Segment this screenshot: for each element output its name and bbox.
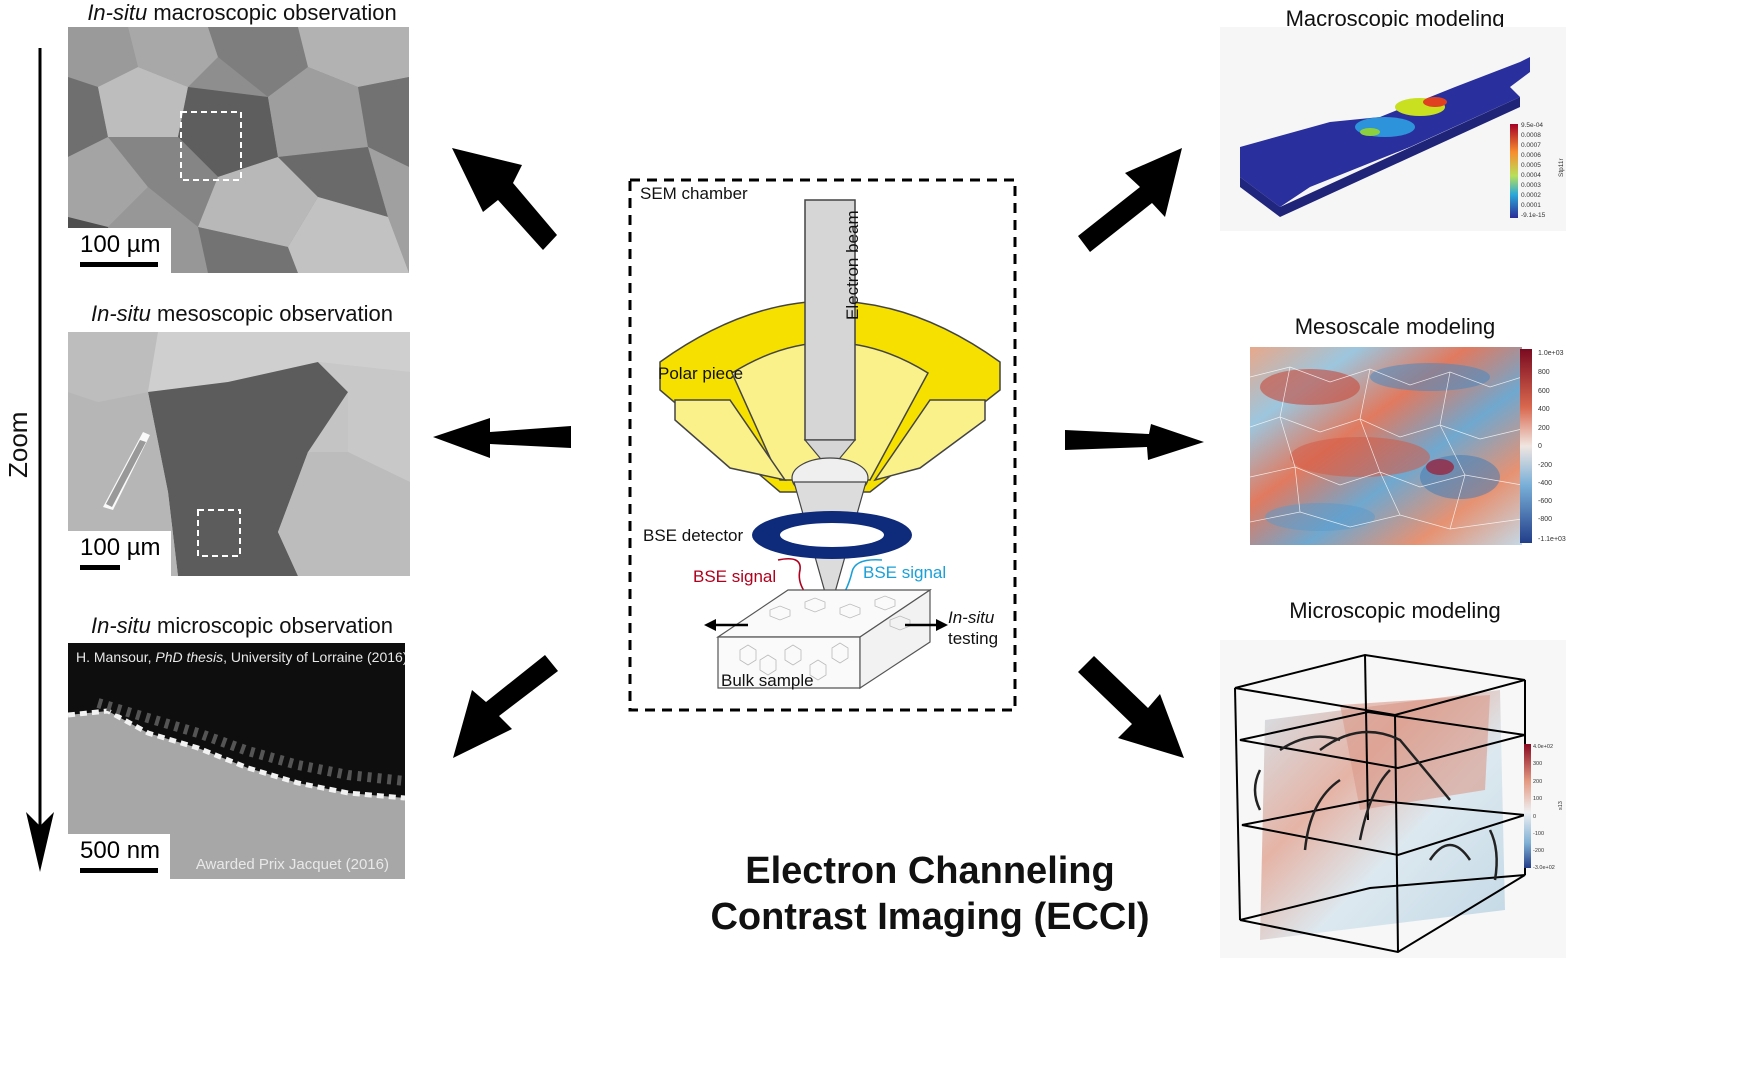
stress-field-render xyxy=(1250,347,1532,545)
zoom-arrowhead-icon xyxy=(26,812,54,872)
grain-map-meso xyxy=(68,332,410,576)
bulk-sample-label: Bulk sample xyxy=(721,671,814,690)
tick: 0 xyxy=(1538,443,1542,450)
meso-observation-image: 100 µm xyxy=(68,332,410,576)
arrow-to-micro-icon xyxy=(453,655,558,758)
arrow-to-micro-model-icon xyxy=(1078,656,1184,758)
tick: 300 xyxy=(1533,761,1542,767)
tick: 0.0008 xyxy=(1521,132,1541,139)
tick: 0.0005 xyxy=(1521,162,1541,169)
macro-modeling-image: 9.5e-04 0.0008 0.0007 0.0006 0.0005 0.00… xyxy=(1220,27,1566,231)
tick: 0.0003 xyxy=(1521,182,1541,189)
sem-chamber-box xyxy=(628,178,1017,712)
zoom-axis xyxy=(26,48,54,872)
tension-right-arrow-icon xyxy=(936,619,948,631)
tick: 0.0004 xyxy=(1521,172,1541,179)
ecci-title: Electron Channeling Contrast Imaging (EC… xyxy=(710,850,1150,938)
tick: -9.1e-15 xyxy=(1521,212,1546,219)
tick: 100 xyxy=(1533,796,1542,802)
tick: -800 xyxy=(1538,516,1552,523)
micro-scalebar: 500 nm xyxy=(68,834,171,879)
award-credit: Awarded Prix Jacquet (2016) xyxy=(195,856,389,873)
micro-observation-title: In-situ microscopic observation xyxy=(90,613,394,638)
tick: 200 xyxy=(1538,425,1550,432)
tick: 200 xyxy=(1533,779,1542,785)
tick: 9.5e-04 xyxy=(1521,122,1543,129)
bse-signal-left-label: BSE signal xyxy=(693,567,777,586)
arrow-to-macro-icon xyxy=(452,148,557,250)
micro-observation-image: H. Mansour, PhD thesis, University of Lo… xyxy=(68,643,405,879)
tick: -3.0e+02 xyxy=(1533,865,1555,871)
tick: 400 xyxy=(1538,406,1550,413)
tick: 600 xyxy=(1538,388,1550,395)
tick: 1.0e+03 xyxy=(1538,350,1564,357)
tick: 0.0002 xyxy=(1521,192,1541,199)
meso-observation-title: In-situ mesoscopic observation xyxy=(90,301,394,326)
bse-signal-right-label: BSE signal xyxy=(863,563,947,582)
sem-schematic xyxy=(628,178,1017,712)
micro-modeling-image: 4.0e+02 300 200 100 0 -100 -200 -3.0e+02… xyxy=(1220,640,1566,958)
polar-piece-label: Polar piece xyxy=(658,364,744,383)
meso-colorbar: 1.0e+03 800 600 400 200 0 -200 -400 -600… xyxy=(1520,349,1566,543)
tick: 0.0007 xyxy=(1521,142,1541,149)
tick: -200 xyxy=(1533,848,1544,854)
micro-colorbar-label: s13 xyxy=(1558,801,1564,810)
macro-observation-image: 100 µm xyxy=(68,27,409,273)
tick: -100 xyxy=(1533,831,1544,837)
tick: 0.0006 xyxy=(1521,152,1541,159)
macro-scalebar: 100 µm xyxy=(68,228,171,273)
tick: -600 xyxy=(1538,498,1552,505)
micro-colorbar: 4.0e+02 300 200 100 0 -100 -200 -3.0e+02… xyxy=(1524,744,1564,871)
macro-colorbar-label: Stp11r xyxy=(1558,157,1565,177)
tick: 0.0001 xyxy=(1521,202,1541,209)
dislocation-dynamics-render xyxy=(1234,653,1526,954)
micro-modeling-title: Microscopic modeling xyxy=(1289,598,1501,623)
thesis-credit: H. Mansour, PhD thesis, University of Lo… xyxy=(76,649,405,665)
macro-modeling-title: Macroscopic modeling xyxy=(1285,6,1505,31)
tick: -400 xyxy=(1538,480,1552,487)
arrow-to-meso-model-icon xyxy=(1065,424,1204,460)
macro-colorbar: 9.5e-04 0.0008 0.0007 0.0006 0.0005 0.00… xyxy=(1510,122,1565,219)
electron-beam xyxy=(804,199,856,441)
meso-modeling-title: Mesoscale modeling xyxy=(1294,314,1496,339)
macro-colorbar-ticks: 9.5e-04 0.0008 0.0007 0.0006 0.0005 0.00… xyxy=(1521,122,1546,219)
sem-chamber-label: SEM chamber xyxy=(640,184,748,203)
meso-modeling-image: 1.0e+03 800 600 400 200 0 -200 -400 -600… xyxy=(1250,347,1566,545)
tensile-specimen-render xyxy=(1240,57,1530,217)
tick: 0 xyxy=(1533,814,1536,820)
tick: 800 xyxy=(1538,369,1550,376)
bse-detector-label: BSE detector xyxy=(643,526,744,545)
tick: -200 xyxy=(1538,462,1552,469)
arrow-to-meso-icon xyxy=(433,418,571,458)
tick: 4.0e+02 xyxy=(1533,744,1553,750)
tick: -1.1e+03 xyxy=(1538,536,1566,543)
tension-left-arrow-icon xyxy=(704,619,716,631)
meso-scalebar: 100 µm xyxy=(68,531,171,576)
arrow-to-macro-model-icon xyxy=(1078,148,1182,252)
electron-beam-label: Electron beam xyxy=(843,210,862,320)
macro-observation-title: In-situ macroscopic observation xyxy=(87,0,397,25)
